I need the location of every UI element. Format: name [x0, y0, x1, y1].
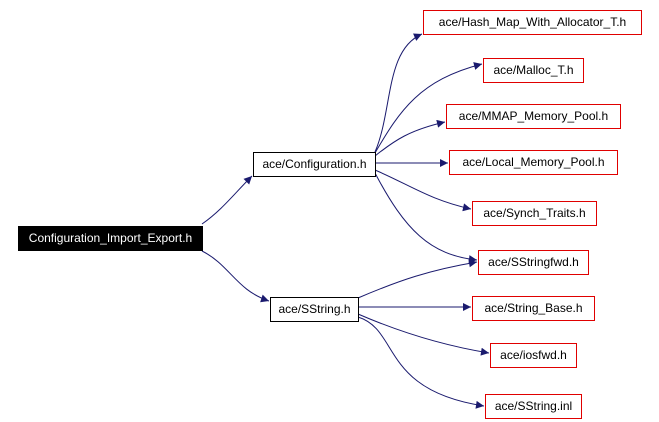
node-label: ace/Hash_Map_With_Allocator_T.h: [439, 15, 626, 29]
node-label: ace/Configuration.h: [262, 157, 366, 171]
edge-root-to-configuration: [201, 175, 253, 225]
node-box: [446, 104, 621, 129]
node-iosfwd[interactable]: ace/iosfwd.h: [490, 343, 577, 368]
node-box: [449, 150, 618, 175]
node-box: [253, 152, 376, 177]
edge-sstring-to-iosfwd: [357, 313, 490, 356]
node-local-pool[interactable]: ace/Local_Memory_Pool.h: [449, 150, 618, 175]
node-box: [490, 343, 577, 368]
edge-configuration-to-synch_traits: [374, 169, 472, 212]
node-configuration[interactable]: ace/Configuration.h: [253, 152, 376, 177]
edge-configuration-to-mmap_pool: [374, 119, 446, 157]
node-sstring-inl[interactable]: ace/SString.inl: [485, 394, 582, 419]
node-box: [478, 250, 589, 275]
node-label: ace/MMAP_Memory_Pool.h: [459, 109, 608, 123]
edge-sstring-to-sstringfwd: [357, 259, 478, 299]
node-label: ace/Synch_Traits.h: [483, 206, 585, 220]
edge-layer: [201, 33, 490, 409]
edge-root-to-sstring: [201, 250, 270, 303]
node-root[interactable]: Configuration_Import_Export.h: [18, 226, 203, 251]
node-label: ace/String_Base.h: [484, 301, 582, 315]
node-box: [485, 394, 582, 419]
node-box: [483, 58, 584, 83]
node-label: ace/Local_Memory_Pool.h: [462, 155, 604, 169]
node-sstring[interactable]: ace/SString.h: [270, 297, 359, 322]
node-layer: Configuration_Import_Export.h ace/Configu…: [18, 10, 642, 419]
node-label: ace/Malloc_T.h: [493, 63, 573, 77]
node-box: [270, 297, 359, 322]
edge-configuration-to-malloc_t: [374, 62, 483, 154]
node-box: [423, 10, 642, 35]
edge-configuration-to-sstringfwd: [374, 172, 478, 264]
node-box: [18, 226, 203, 251]
node-label: ace/SString.h: [278, 302, 350, 316]
edge-sstring-to-sstring_inl: [357, 316, 485, 409]
edge-configuration-to-hash_map: [374, 33, 423, 153]
node-synch-traits[interactable]: ace/Synch_Traits.h: [472, 201, 597, 226]
node-string-base[interactable]: ace/String_Base.h: [472, 296, 595, 321]
node-mmap-pool[interactable]: ace/MMAP_Memory_Pool.h: [446, 104, 621, 129]
node-label: ace/SStringfwd.h: [488, 255, 579, 269]
node-label: ace/iosfwd.h: [500, 348, 567, 362]
node-label: ace/SString.inl: [495, 399, 572, 413]
node-malloc-t[interactable]: ace/Malloc_T.h: [483, 58, 584, 83]
node-hash-map[interactable]: ace/Hash_Map_With_Allocator_T.h: [423, 10, 642, 35]
node-box: [472, 296, 595, 321]
node-sstringfwd[interactable]: ace/SStringfwd.h: [478, 250, 589, 275]
node-label: Configuration_Import_Export.h: [29, 231, 192, 245]
node-box: [472, 201, 597, 226]
